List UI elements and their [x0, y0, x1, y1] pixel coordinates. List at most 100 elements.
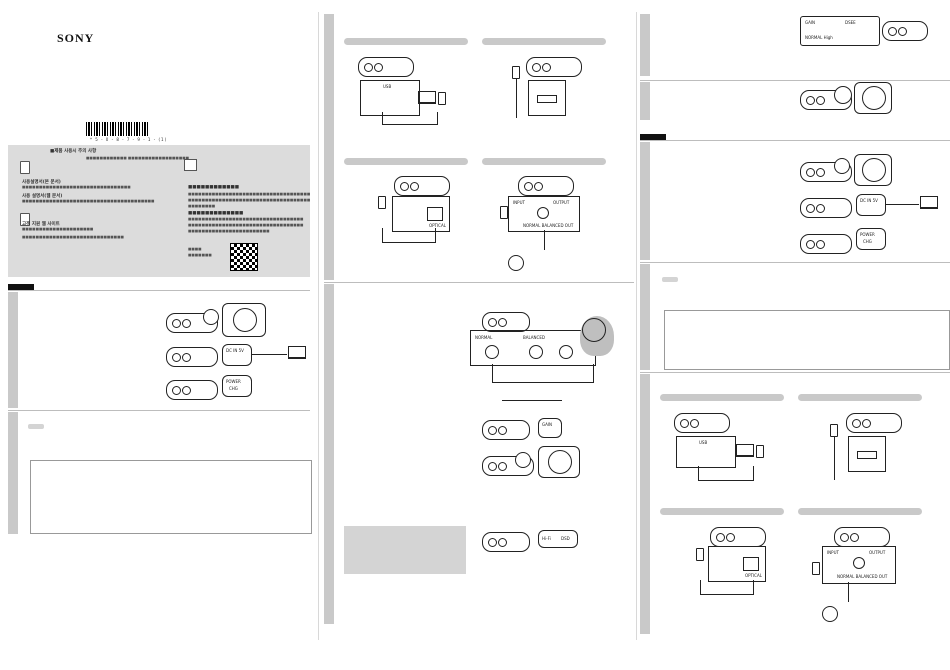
qr-code: [230, 243, 258, 271]
chg-label: CHG: [863, 239, 872, 244]
section-header: [660, 508, 784, 515]
dsd-label: DSD: [561, 536, 570, 541]
jack-port: [537, 207, 549, 219]
document-icon: [20, 213, 30, 226]
korean-text-line: ■■■■■■■■■■■■■■■■■■■■■■■■■■■■■■■■■■: [188, 223, 304, 227]
korean-right-heading: ■■■■■■■■■■■■■: [188, 211, 244, 216]
callout-box: OPTICAL: [392, 196, 450, 232]
player-icon: [812, 562, 820, 575]
barcode: [86, 122, 150, 136]
dc-in-label: DC IN 5V: [226, 348, 244, 353]
phone-icon: [438, 92, 446, 105]
section-tab: [8, 284, 34, 290]
usb-port: [537, 95, 557, 103]
usb-label: USB: [699, 440, 708, 445]
device-illustration: [846, 413, 902, 433]
callout-box: [848, 436, 886, 472]
headphone-icon: [822, 606, 838, 622]
barcode-text: * 5 - 0 - 8 - 7 - 9 - 1 - (1): [90, 137, 168, 142]
step-bar: [640, 82, 650, 120]
normal-balanced-out-label: NORMAL BALANCED OUT: [523, 223, 574, 228]
optical-label: OPTICAL: [745, 573, 762, 578]
input-label: INPUT: [827, 550, 839, 555]
panel-3: GAIN DSEE NORMAL High DC IN 5V POWER CHG…: [638, 0, 950, 670]
step-bar: [8, 412, 18, 534]
chg-label: CHG: [229, 386, 238, 391]
panel-divider: [636, 12, 637, 640]
divider: [8, 290, 310, 291]
korean-text-line: ■■■■■■■■■■■■■■■■■■■■■■■■: [188, 229, 270, 233]
step-bar: [640, 14, 650, 76]
laptop-icon: [920, 196, 938, 209]
korean-note-1: 사용설명서(본 문서): [22, 180, 61, 185]
callout-box: [854, 154, 892, 186]
jack-port: [559, 345, 573, 359]
device-illustration: [358, 57, 414, 77]
tablet-icon: [184, 159, 197, 171]
device-illustration: [482, 420, 530, 440]
callout-box: DC IN 5V: [856, 194, 886, 216]
korean-notice-line: ■■■■■■■■■■■■ ■■■■■■■■■■■■■■■■■■: [86, 156, 190, 160]
korean-text-line: ■■■■■■■■■■■■■■■■■■■■■: [22, 227, 94, 231]
volume-knob-zoom: [548, 450, 572, 474]
device-illustration: [482, 312, 530, 332]
callout-box: USB: [360, 80, 420, 116]
power-label: POWER: [226, 379, 241, 384]
device-illustration: [882, 21, 928, 41]
section-header: [798, 394, 922, 401]
optical-cable: [700, 580, 754, 595]
optical-port: [743, 557, 759, 571]
callout-box: INPUT OUTPUT NORMAL BALANCED OUT: [822, 546, 896, 584]
step-bar: [640, 142, 650, 260]
cable: [502, 400, 562, 401]
divider: [640, 140, 950, 141]
panel-1: SONY * 5 - 0 - 8 - 7 - 9 - 1 - (1) ■제품 사…: [0, 0, 316, 670]
korean-text-line: ■■■■■■■■■■■■■■■■■■■■■■■■■■■■■■■■■■■■: [188, 192, 311, 196]
callout-box: NORMAL BALANCED: [470, 330, 596, 366]
laptop-icon: [288, 346, 306, 359]
section-header: [798, 508, 922, 515]
phone-icon: [756, 445, 764, 458]
divider: [640, 262, 950, 263]
callout-box: Hi-Fi DSD: [538, 530, 578, 548]
callout-box: [222, 303, 266, 337]
sony-logo: SONY: [57, 31, 95, 45]
device-illustration: [166, 380, 218, 400]
player-icon: [500, 206, 508, 219]
usb-label: USB: [383, 84, 392, 89]
callout-box: DC IN 5V: [222, 344, 252, 366]
document-icon: [20, 161, 30, 174]
gain-label: GAIN: [542, 422, 553, 427]
device-illustration: [800, 198, 852, 218]
korean-right-heading: ■■■■■■■■■■■■: [188, 185, 240, 190]
optical-port: [427, 207, 443, 221]
normal-label: NORMAL: [475, 335, 493, 340]
korean-text-line: ■■■■■■■■■■■■■■■■■■■■■■■■■■■■■■■■■■■■: [188, 198, 311, 202]
usb-port: [857, 451, 877, 459]
callout-box: POWER CHG: [222, 375, 252, 397]
callout-box: GAIN: [538, 418, 562, 438]
callout-box: [854, 82, 892, 114]
step-bar: [640, 374, 650, 634]
usb-cable: [382, 112, 438, 125]
optical-label: OPTICAL: [429, 223, 446, 228]
input-label: INPUT: [513, 200, 525, 205]
headphone-icon: [582, 318, 606, 342]
section-header: [482, 38, 606, 45]
note-badge: [28, 424, 44, 429]
output-label: OUTPUT: [553, 200, 570, 205]
note-box: [344, 526, 466, 574]
power-label: POWER: [860, 232, 875, 237]
device-illustration: [834, 527, 890, 547]
usb-cable: [698, 466, 754, 481]
cable: [834, 436, 835, 480]
callout-box: [538, 446, 580, 478]
section-tab: [640, 134, 666, 140]
headphone-icon: [508, 255, 524, 271]
panel-2: USB OPTICAL INPUT OUTPUT NORMAL BALANCED…: [322, 0, 634, 670]
usb-cable: [251, 354, 287, 355]
korean-notice-title: ■제품 사용시 주의 사항: [50, 149, 97, 154]
device-illustration: [526, 57, 582, 77]
callout-box: [528, 80, 566, 116]
step-bar: [640, 264, 650, 370]
